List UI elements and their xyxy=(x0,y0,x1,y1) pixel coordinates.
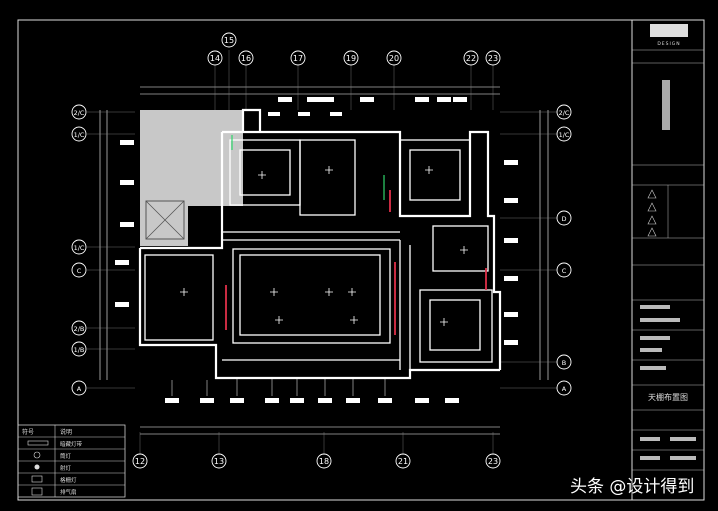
axis-bubble-right-d xyxy=(556,210,572,226)
axis-gridlines xyxy=(87,50,557,455)
green-accent-lines xyxy=(231,135,385,200)
axis-bubble-top-17 xyxy=(290,50,306,66)
axis-bubble-top-22 xyxy=(463,50,479,66)
axis-label-top-20: 20 xyxy=(389,54,399,63)
axis-bubble-top-23 xyxy=(485,50,501,66)
legend-header-symbol: 符号 xyxy=(22,428,34,436)
axis-bubble-top-15 xyxy=(221,32,237,48)
axis-label-right-d: D xyxy=(561,215,566,223)
legend-row-3: 射灯 xyxy=(60,464,72,472)
axis-bubble-left-2c xyxy=(71,104,87,120)
axis-label-top-16: 16 xyxy=(241,54,251,63)
legend-symbol-grille-icon xyxy=(31,475,43,483)
axis-label-bottom-23: 23 xyxy=(488,457,498,466)
axis-label-top-19: 19 xyxy=(346,54,356,63)
revision-triangle-3 xyxy=(647,215,657,225)
legend-row-1: 暗藏灯带 xyxy=(60,440,83,448)
logo-box xyxy=(650,24,688,37)
legend-row-4: 格栅灯 xyxy=(60,476,77,484)
axis-bubbles xyxy=(71,32,572,469)
dimension-lines xyxy=(99,86,549,435)
drawing-title: 天棚布置图 xyxy=(648,392,688,402)
axis-label-top-23: 23 xyxy=(488,54,498,63)
annotation-tags xyxy=(115,97,518,403)
axis-bubble-right-a xyxy=(556,380,572,396)
shaded-balcony xyxy=(140,110,243,206)
legend-symbol-fan-icon xyxy=(31,487,43,496)
axis-bubble-bottom-12 xyxy=(132,453,148,469)
axis-label-right-2c: 2/C xyxy=(559,109,570,117)
legend-symbol-downlight-icon xyxy=(33,451,41,459)
axis-label-left-1c-b: 1/C xyxy=(74,244,85,252)
sheet-frame xyxy=(17,19,705,501)
axis-bubble-right-c xyxy=(556,262,572,278)
axis-bubble-bottom-18 xyxy=(316,453,332,469)
revision-triangle-1 xyxy=(647,189,657,199)
axis-label-left-2b: 2/B xyxy=(74,325,85,333)
axis-bubble-left-c xyxy=(71,262,87,278)
axis-bubble-left-1c xyxy=(71,126,87,142)
axis-label-bottom-13: 13 xyxy=(214,457,224,466)
axis-bubble-bottom-13 xyxy=(211,453,227,469)
logo-text: DESIGN xyxy=(657,41,680,47)
axis-bubble-bottom-23 xyxy=(485,453,501,469)
axis-bubble-top-14 xyxy=(207,50,223,66)
axis-bubble-left-2b xyxy=(71,320,87,336)
axis-label-bottom-18: 18 xyxy=(319,457,329,466)
axis-label-left-a: A xyxy=(77,385,82,393)
axis-bubble-left-a xyxy=(71,380,87,396)
axis-bubble-top-19 xyxy=(343,50,359,66)
legend-row-5: 排气扇 xyxy=(60,488,77,496)
axis-label-top-14: 14 xyxy=(210,54,220,63)
axis-label-top-22: 22 xyxy=(466,54,476,63)
axis-bubble-left-1b xyxy=(71,341,87,357)
tag-leaders xyxy=(171,378,386,396)
axis-bubble-right-1c xyxy=(556,126,572,142)
inner-walls xyxy=(144,139,493,370)
revision-triangle-2 xyxy=(647,202,657,212)
axis-label-bottom-12: 12 xyxy=(135,457,145,466)
stair-box xyxy=(145,200,185,240)
axis-bubble-right-2c xyxy=(556,104,572,120)
axis-label-left-c: C xyxy=(77,267,82,275)
legend-symbol-spotlight-icon xyxy=(34,464,40,470)
axis-bubble-left-1c-b xyxy=(71,239,87,255)
axis-bubble-bottom-21 xyxy=(395,453,411,469)
legend-symbol-strip-icon xyxy=(27,440,49,446)
light-fixtures xyxy=(180,166,468,326)
axis-bubble-top-20 xyxy=(386,50,402,66)
axis-label-top-15: 15 xyxy=(224,36,234,45)
axis-bubble-top-16 xyxy=(238,50,254,66)
revision-triangle-4 xyxy=(647,227,657,237)
axis-label-right-c: C xyxy=(562,267,567,275)
axis-label-right-1c: 1/C xyxy=(559,131,570,139)
legend-table: 符号 说明 暗藏灯带 筒灯 射灯 格栅灯 排气扇 xyxy=(17,424,126,498)
title-block: DESIGN 天棚布置图 xyxy=(632,24,704,471)
axis-label-left-2c: 2/C xyxy=(74,109,85,117)
axis-label-right-b: B xyxy=(562,359,566,367)
legend-row-2: 筒灯 xyxy=(60,452,72,460)
axis-bubble-right-b xyxy=(556,354,572,370)
axis-label-right-a: A xyxy=(562,385,567,393)
red-accent-lines xyxy=(225,190,487,335)
axis-label-left-1c: 1/C xyxy=(74,131,85,139)
axis-label-bottom-21: 21 xyxy=(398,457,408,466)
watermark-text: 头条 @设计得到 xyxy=(570,477,695,497)
legend-header-desc: 说明 xyxy=(60,428,72,436)
axis-label-top-17: 17 xyxy=(293,54,303,63)
axis-label-left-1b: 1/B xyxy=(74,346,85,354)
